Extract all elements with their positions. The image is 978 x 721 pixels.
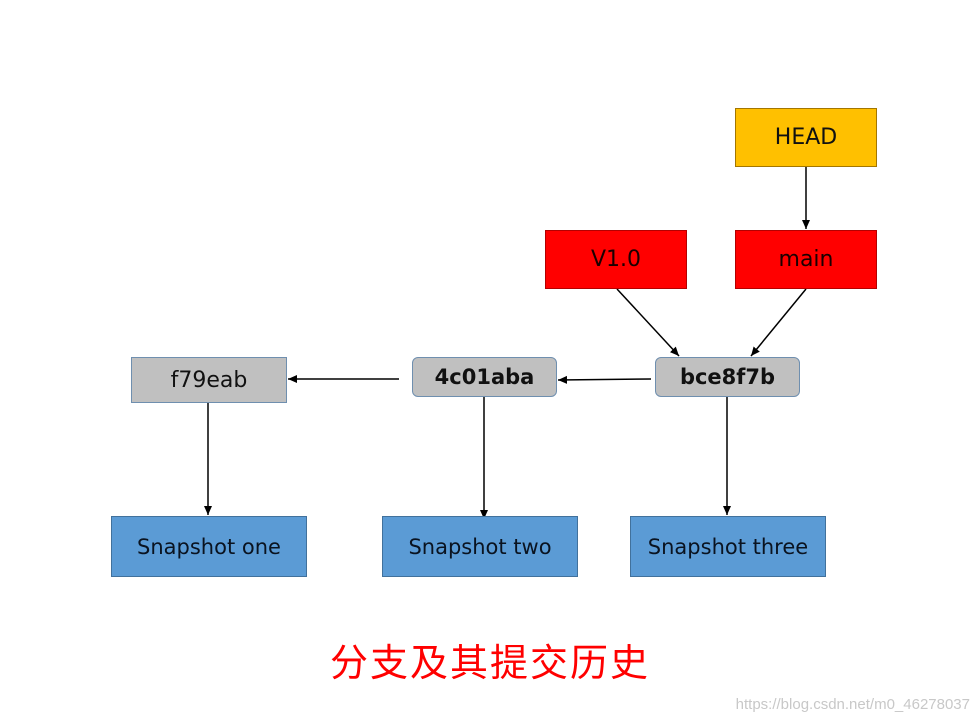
snapshot-one-label: Snapshot one bbox=[137, 534, 281, 559]
snapshot-one: Snapshot one bbox=[111, 516, 307, 577]
commit-first-hash: f79eab bbox=[170, 367, 248, 393]
snapshot-three: Snapshot three bbox=[630, 516, 826, 577]
snapshot-two-label: Snapshot two bbox=[408, 534, 552, 559]
commit-first: f79eab bbox=[131, 357, 287, 403]
arrow-commit3-to-commit2 bbox=[557, 375, 652, 384]
arrow-main-to-commit bbox=[750, 288, 807, 357]
tag-label: V1.0 bbox=[590, 247, 642, 272]
arrow-tag-to-commit bbox=[616, 288, 680, 357]
branch-label: main bbox=[778, 247, 834, 272]
branch-ref: main bbox=[735, 230, 877, 289]
head-pointer: HEAD bbox=[735, 108, 877, 167]
head-label: HEAD bbox=[774, 125, 838, 150]
snapshot-two: Snapshot two bbox=[382, 516, 578, 577]
snapshot-three-label: Snapshot three bbox=[647, 534, 809, 559]
watermark-url: https://blog.csdn.net/m0_46278037 bbox=[735, 696, 970, 713]
tag-ref: V1.0 bbox=[545, 230, 687, 289]
commit-third-hash: bce8f7b bbox=[679, 365, 776, 389]
commit-second-hash: 4c01aba bbox=[434, 365, 535, 389]
commit-second: 4c01aba bbox=[412, 357, 557, 397]
commit-third: bce8f7b bbox=[655, 357, 800, 397]
diagram-caption: 分支及其提交历史 bbox=[329, 641, 650, 685]
